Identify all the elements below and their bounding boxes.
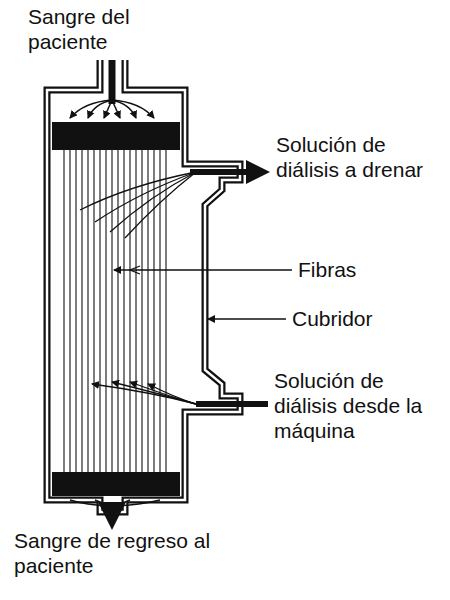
- fiber-line: [81, 150, 82, 472]
- fiber-line: [123, 150, 124, 472]
- part-label: Cubridor: [292, 306, 442, 331]
- fiber-line: [69, 150, 70, 472]
- fiber-line: [129, 150, 130, 472]
- fiber-line: [147, 150, 148, 472]
- outlet-label: Solución de diálisis a drenar: [276, 132, 442, 182]
- blood-outlet: [70, 500, 160, 516]
- housing-leader: [208, 318, 286, 319]
- part-label: Fibras: [298, 257, 438, 282]
- dialysate-inlet: [92, 382, 268, 404]
- fiber-line: [93, 150, 94, 472]
- fiber-line: [159, 150, 160, 472]
- fibers-leader: [114, 266, 292, 274]
- housing-outline: [47, 60, 240, 512]
- fiber-line: [63, 150, 64, 472]
- fiber-line: [141, 150, 142, 472]
- inlet-label: Sangre del paciente: [28, 4, 152, 54]
- inlet-label: Solución de diálisis desde la máquina: [274, 368, 444, 444]
- outlet-label: Sangre de regreso al paciente: [14, 528, 224, 578]
- fiber-line: [99, 150, 100, 472]
- fiber-bundle: [64, 150, 166, 472]
- fiber-line: [75, 150, 76, 472]
- header-block: [52, 122, 180, 150]
- dialysate-outlet: [80, 172, 258, 238]
- blood-inlet: [70, 60, 154, 118]
- fiber-line: [117, 150, 118, 472]
- fiber-line: [87, 150, 88, 472]
- header-block: [52, 472, 180, 496]
- fiber-line: [111, 150, 112, 472]
